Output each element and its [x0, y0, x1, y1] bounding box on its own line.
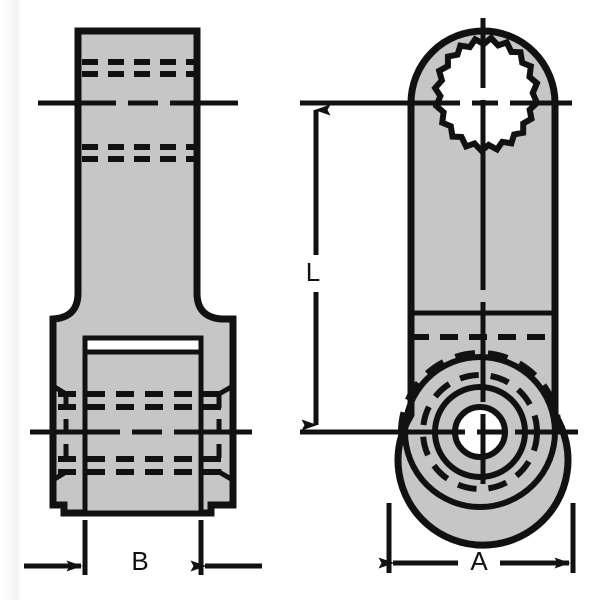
front-view-notch-left-bottom — [51, 469, 68, 483]
front-view-notch-right-top — [217, 383, 235, 397]
front-view-boss-face — [82, 335, 204, 516]
dimension-B-label: B — [131, 546, 148, 576]
front-view-slot — [82, 335, 204, 355]
dimension-A-label: A — [470, 546, 488, 576]
dimension-L-label: L — [306, 257, 320, 287]
splined-bore — [431, 33, 541, 155]
side-view-group — [300, 18, 578, 549]
front-view-notch-right-bottom — [217, 469, 235, 483]
dimension-A: A — [378, 503, 576, 576]
dimension-L: L — [301, 104, 331, 431]
hidden-arc-counterbore — [398, 350, 562, 433]
front-view-group — [30, 27, 252, 517]
front-view-notch-left-top — [51, 383, 68, 397]
dimension-B: B — [24, 520, 262, 576]
